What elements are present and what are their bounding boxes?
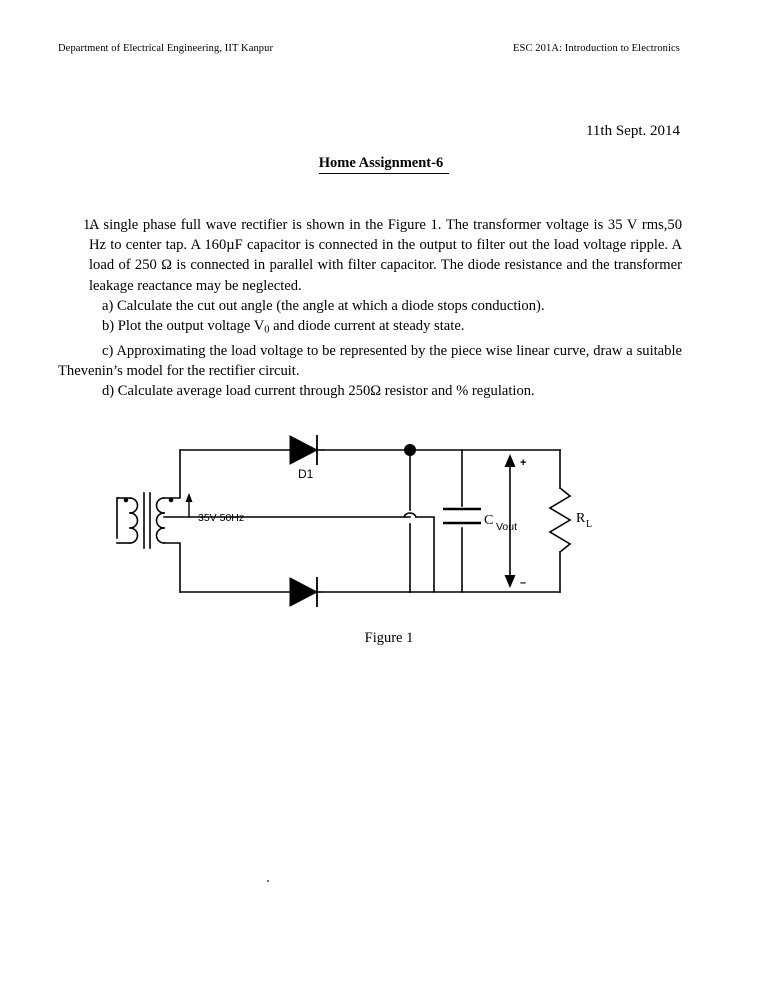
polarity-minus-label: – [520, 577, 526, 589]
page-title-text: Home Assignment-6 [318, 155, 450, 174]
transformer-secondary-coil [155, 497, 165, 544]
question-part-a: a) Calculate the cut out angle (the angl… [102, 297, 545, 314]
page-title: Home Assignment-6 [0, 155, 768, 174]
question-block: 1. A single phase full wave rectifier is… [58, 215, 682, 401]
diode-d1-label: D1 [298, 467, 314, 481]
source-label: 35V 50Hz [198, 512, 244, 524]
question-part-b: b) Plot the output voltage V0 and diode … [58, 316, 682, 341]
part-b-subscript: 0 [264, 324, 270, 336]
vout-label: Vout [496, 521, 517, 533]
header-course: ESC 201A: Introduction to Electronics [512, 43, 680, 54]
polarity-plus-label: + [520, 457, 526, 469]
wire-hop [402, 512, 418, 519]
vout-arrowheads [504, 454, 516, 588]
load-resistor-subscript: L [586, 519, 592, 530]
question-part-d: d) Calculate average load current throug… [102, 383, 535, 400]
page-header: Department of Electrical Engineering, II… [58, 43, 680, 54]
figure-caption-text: Figure 1 [364, 630, 414, 646]
source-voltage-arrow [185, 493, 193, 517]
part-c-text: c) Approximating the load voltage to be … [58, 342, 682, 380]
question-text-body: A single phase full wave rectifier is sh… [89, 215, 682, 296]
question-statement: A single phase full wave rectifier is sh… [89, 217, 682, 294]
junction-dot [404, 444, 416, 456]
secondary-bottom-lead [163, 542, 181, 593]
question-1: 1. A single phase full wave rectifier is… [58, 215, 682, 296]
load-resistor-zigzag [548, 486, 572, 554]
diode-d1 [289, 435, 324, 465]
part-b-pre: b) Plot the output voltage V [102, 318, 265, 335]
scan-artifact-dot [267, 880, 269, 882]
capacitor-label: C [484, 513, 493, 528]
header-department: Department of Electrical Engineering, II… [58, 43, 274, 54]
primary-polarity-dot [123, 497, 129, 503]
load-resistor-label: R [576, 511, 586, 526]
capacitor-plates [443, 507, 481, 525]
secondary-polarity-dot [168, 497, 174, 503]
diode-d2 [289, 577, 324, 607]
rectifier-circuit-diagram: D1 35V 50Hz C Vout R L + – [116, 435, 592, 607]
figure-1: D1 35V 50Hz C Vout R L + – Figure 1 [0, 430, 768, 660]
center-tap-to-ground [415, 516, 435, 593]
figure-caption: Figure 1 [0, 630, 768, 647]
transformer-core [143, 492, 151, 549]
document-date: 11th Sept. 2014 [585, 123, 680, 139]
question-part-c: c) Approximating the load voltage to be … [58, 341, 682, 381]
part-b-post: and diode current at steady state. [269, 318, 465, 335]
transformer-primary-coil [116, 497, 139, 544]
secondary-top-lead [163, 449, 181, 499]
question-number: 1. [83, 217, 94, 233]
